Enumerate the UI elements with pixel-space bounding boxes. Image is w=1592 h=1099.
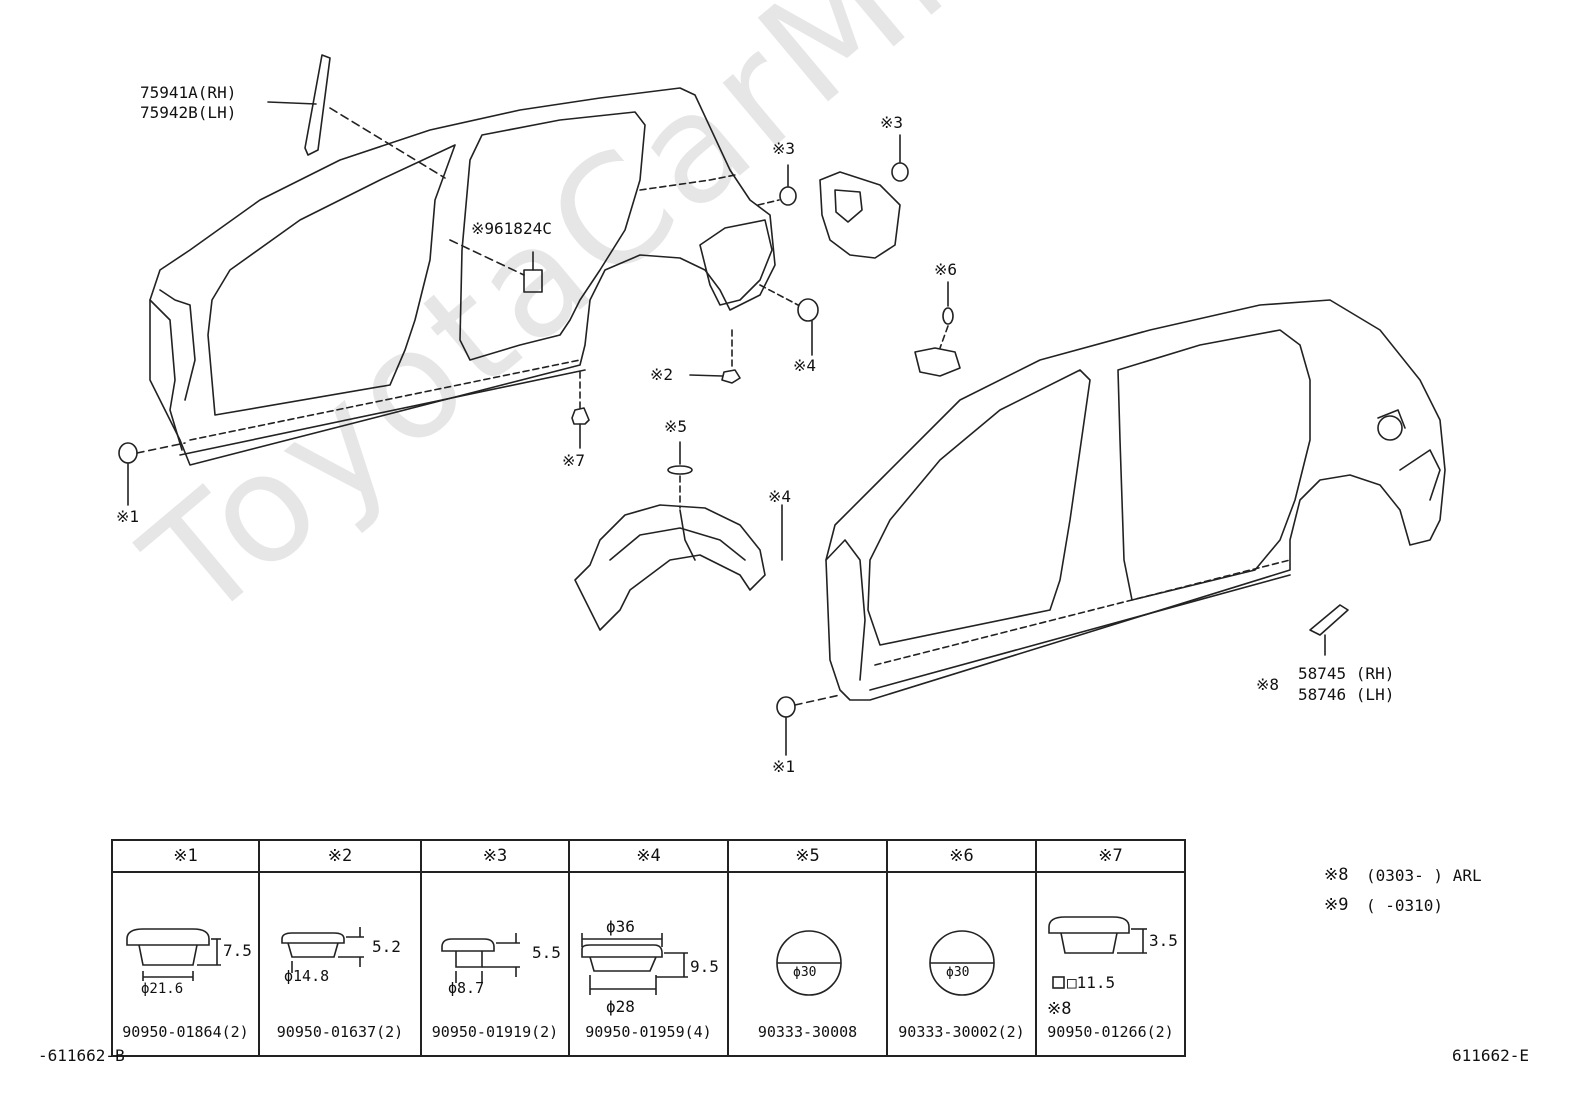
table-header-cell: ※4 xyxy=(568,839,729,873)
table-cell: 5.2 ϕ14.8 90950-01637(2) xyxy=(258,871,422,1057)
clip-3-drawing xyxy=(441,933,520,983)
footer-left-code: -611662-B xyxy=(38,1046,125,1065)
note-8-mark: ※8 xyxy=(1324,865,1349,885)
part-number: 90950-01959(4) xyxy=(585,1023,712,1041)
body-side-diagram xyxy=(118,54,1446,756)
dim-diameter: ϕ21.6 xyxy=(141,981,184,997)
sub-mark: ※8 xyxy=(1047,999,1072,1019)
quarter-bracket xyxy=(819,134,909,259)
note-9-text: ( -0310) xyxy=(1366,896,1444,915)
dim-diameter: ϕ30 xyxy=(793,965,817,980)
callout-clip-1-right: ※1 xyxy=(772,757,796,776)
dim-height: 9.5 xyxy=(690,957,719,976)
part-number: 90950-01919(2) xyxy=(431,1023,559,1041)
callout-clip-5: ※5 xyxy=(664,417,688,436)
part-number: 90333-30002(2) xyxy=(898,1023,1025,1041)
clip-4-drawing xyxy=(581,933,688,995)
right-body-side-panel xyxy=(825,299,1446,701)
clip-spec-table: ※1 ※2 ※3 ※4 ※5 ※6 ※7 7.5 xyxy=(111,839,1186,1057)
part-number: 90950-01637(2) xyxy=(276,1023,404,1041)
part-number: 90950-01266(2) xyxy=(1047,1023,1174,1041)
callout-moulding-rh: 75941A(RH) xyxy=(140,83,237,102)
callout-clip-1-left: ※1 xyxy=(116,507,140,526)
dim-diameter: ϕ30 xyxy=(946,965,970,980)
table-cell: 3.5 □11.5 ※8 90950-01266(2) xyxy=(1035,871,1186,1057)
table-cell: ϕ30 90333-30002(2) xyxy=(886,871,1037,1057)
table-cell: 5.5 ϕ8.7 90950-01919(2) xyxy=(420,871,570,1057)
callout-moulding-lh: 75942B(LH) xyxy=(140,103,237,122)
left-clips xyxy=(118,164,819,506)
callout-clip-2: ※2 xyxy=(650,365,674,384)
callout-clip-7: ※7 xyxy=(562,451,586,470)
dim-top-diameter: ϕ36 xyxy=(606,917,635,936)
dim-bottom-diameter: ϕ28 xyxy=(606,997,635,1016)
callout-part-58745: 58745 (RH) xyxy=(1298,664,1395,683)
table-header-cell: ※1 xyxy=(111,839,260,873)
callout-mark-8: ※8 xyxy=(1256,675,1280,694)
clip-7-drawing xyxy=(1048,916,1147,989)
table-header-row: ※1 ※2 ※3 ※4 ※5 ※6 ※7 xyxy=(111,839,1186,873)
note-9-mark: ※9 xyxy=(1324,895,1349,915)
clip-1-drawing xyxy=(126,928,221,981)
dim-height: 7.5 xyxy=(223,941,252,960)
dim-height: 3.5 xyxy=(1149,931,1178,950)
part-number: 90333-30008 xyxy=(757,1023,858,1041)
clip-2-drawing xyxy=(281,927,364,973)
callout-clip-3-b: ※3 xyxy=(880,113,904,132)
wheel-housing xyxy=(574,441,783,631)
dim-diameter: ϕ14.8 xyxy=(284,967,330,985)
table-cell: ϕ30 90333-30008 xyxy=(727,871,888,1057)
dim-height: 5.2 xyxy=(372,937,401,956)
retainer-part xyxy=(914,281,961,377)
seal-6-drawing xyxy=(929,930,995,996)
callout-clip-3-a: ※3 xyxy=(772,139,796,158)
table-header-cell: ※2 xyxy=(258,839,422,873)
note-8-text: (0303- ) ARL xyxy=(1366,866,1482,885)
table-header-cell: ※6 xyxy=(886,839,1037,873)
table-body-row: 7.5 ϕ21.6 90950-01864(2) 5.2 ϕ14.8 xyxy=(111,871,1186,1057)
callout-961824c: ※961824C xyxy=(471,219,552,238)
left-body-side-panel xyxy=(149,87,776,466)
table-header-cell: ※5 xyxy=(727,839,888,873)
dim-square: □11.5 xyxy=(1067,973,1116,992)
right-clips xyxy=(776,604,1349,756)
part-number: 90950-01864(2) xyxy=(122,1023,249,1041)
label-pad xyxy=(449,239,543,293)
callout-clip-6: ※6 xyxy=(934,260,958,279)
pillar-moulding xyxy=(267,54,446,179)
callout-clip-4-b: ※4 xyxy=(768,487,792,506)
callout-clip-4-a: ※4 xyxy=(793,356,817,375)
table-header-cell: ※3 xyxy=(420,839,570,873)
footer-right-code: 611662-E xyxy=(1452,1046,1530,1065)
dim-diameter: ϕ8.7 xyxy=(448,979,485,997)
table-cell: ϕ36 9.5 ϕ28 90950-01959(4) xyxy=(568,871,729,1057)
table-header-cell: ※7 xyxy=(1035,839,1186,873)
table-cell: 7.5 ϕ21.6 90950-01864(2) xyxy=(111,871,260,1057)
seal-5-drawing xyxy=(776,930,842,996)
callout-part-58746: 58746 (LH) xyxy=(1298,685,1395,704)
dim-height: 5.5 xyxy=(532,943,561,962)
